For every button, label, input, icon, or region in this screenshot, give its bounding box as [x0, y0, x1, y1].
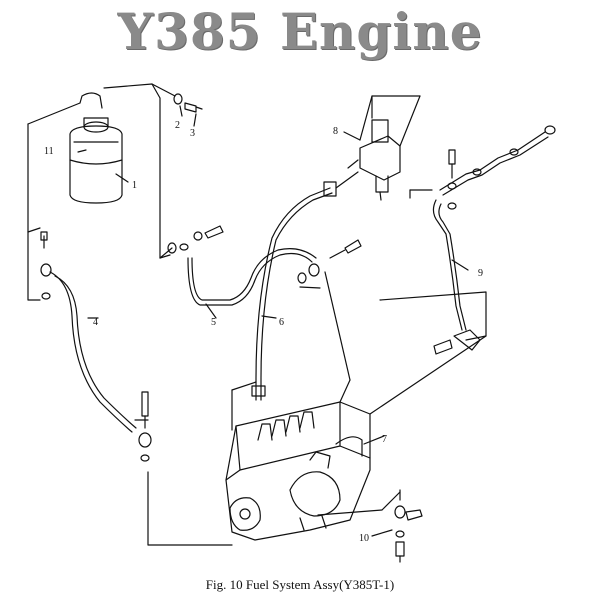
return-pipe-9 — [432, 125, 556, 355]
hose-4 — [40, 231, 152, 462]
callout-9: 9 — [478, 268, 483, 279]
callout-5: 5 — [211, 317, 216, 328]
bolt-washer-2-3 — [173, 93, 203, 113]
page-title: Y385 Engine — [117, 2, 483, 61]
callout-1: 1 — [132, 180, 137, 191]
fuel-pipe-6 — [251, 171, 359, 401]
fuel-pipe-5 — [167, 225, 317, 306]
figure-caption: Fig. 10 Fuel System Assy(Y385T-1) — [205, 577, 395, 592]
injector-8 — [347, 119, 401, 201]
callout-6: 6 — [279, 317, 284, 328]
callout-3: 3 — [190, 128, 195, 139]
callout-8: 8 — [333, 126, 338, 137]
callout-2: 2 — [175, 120, 180, 131]
callout-4: 4 — [93, 317, 98, 328]
callout-11: 11 — [44, 146, 54, 157]
injection-pump-7 — [225, 401, 371, 541]
callout-10: 10 — [359, 533, 369, 544]
fuel-filter — [69, 92, 123, 204]
callout-7: 7 — [382, 434, 387, 445]
bolts-10 — [394, 505, 423, 563]
